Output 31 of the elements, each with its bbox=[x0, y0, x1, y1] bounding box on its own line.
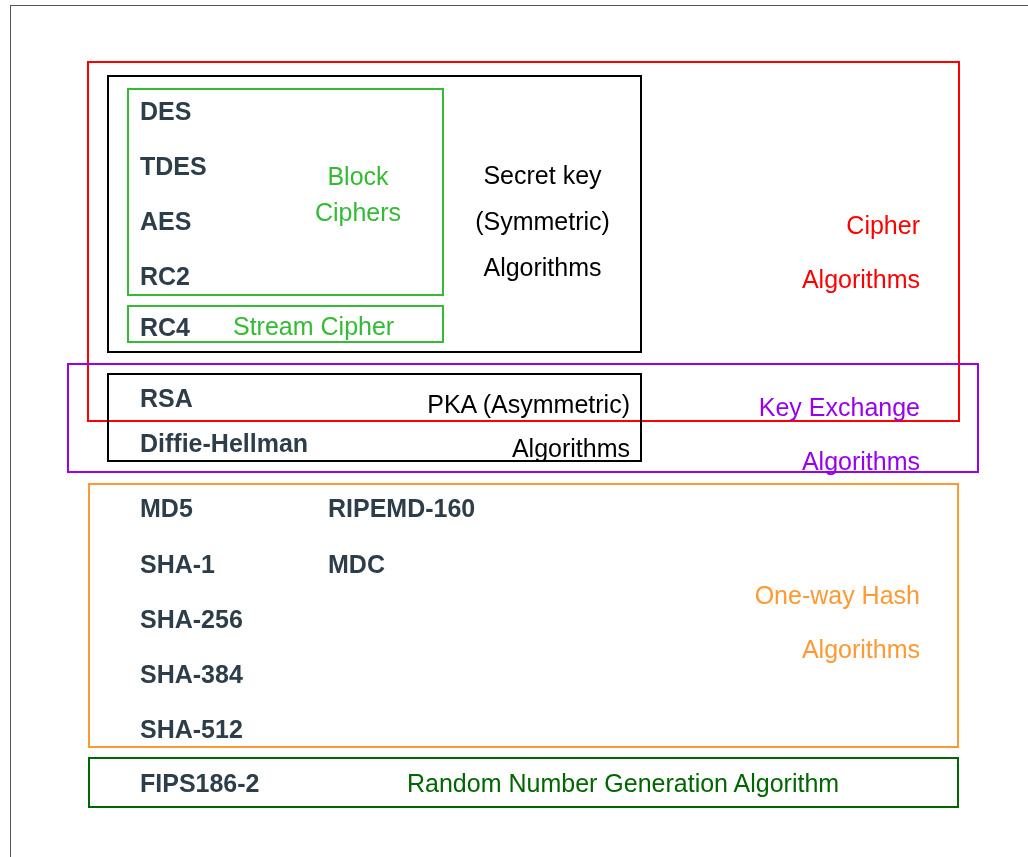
algorithm-name: SHA-1 bbox=[140, 549, 215, 579]
group-box bbox=[67, 363, 979, 473]
group-box bbox=[87, 61, 960, 422]
algorithm-name: DES bbox=[140, 96, 192, 126]
algorithm-name: SHA-384 bbox=[140, 659, 243, 689]
group-box bbox=[107, 75, 642, 353]
group-label: Random Number Generation Algorithm bbox=[407, 768, 840, 798]
algorithm-name: MDC bbox=[328, 549, 385, 579]
algorithm-name: FIPS186-2 bbox=[140, 768, 260, 798]
group-box bbox=[107, 373, 642, 462]
group-label: Cipher Algorithms bbox=[800, 210, 920, 295]
group-label: Secret key (Symmetric) Algorithms bbox=[474, 160, 611, 283]
group-label: Block Ciphers bbox=[313, 161, 403, 228]
algorithm-name: AES bbox=[140, 206, 192, 236]
algorithm-name: RC4 bbox=[140, 312, 190, 342]
algorithm-name: Diffie-Hellman bbox=[140, 428, 309, 458]
algorithm-name: RC2 bbox=[140, 261, 190, 291]
algorithm-name: RIPEMD-160 bbox=[328, 493, 476, 523]
algorithm-name: TDES bbox=[140, 151, 207, 181]
group-box bbox=[127, 88, 444, 296]
group-box bbox=[88, 483, 959, 748]
algorithm-name: RSA bbox=[140, 383, 193, 413]
group-box bbox=[88, 757, 959, 808]
group-label: Stream Cipher bbox=[233, 311, 395, 341]
group-box bbox=[127, 305, 444, 343]
algorithm-name: MD5 bbox=[140, 493, 193, 523]
algorithm-name: SHA-512 bbox=[140, 714, 243, 744]
group-label: One-way Hash Algorithms bbox=[753, 580, 920, 665]
group-label: PKA (Asymmetric) Algorithms bbox=[426, 389, 630, 464]
group-label: Key Exchange Algorithms bbox=[757, 392, 920, 477]
algorithm-name: SHA-256 bbox=[140, 604, 243, 634]
